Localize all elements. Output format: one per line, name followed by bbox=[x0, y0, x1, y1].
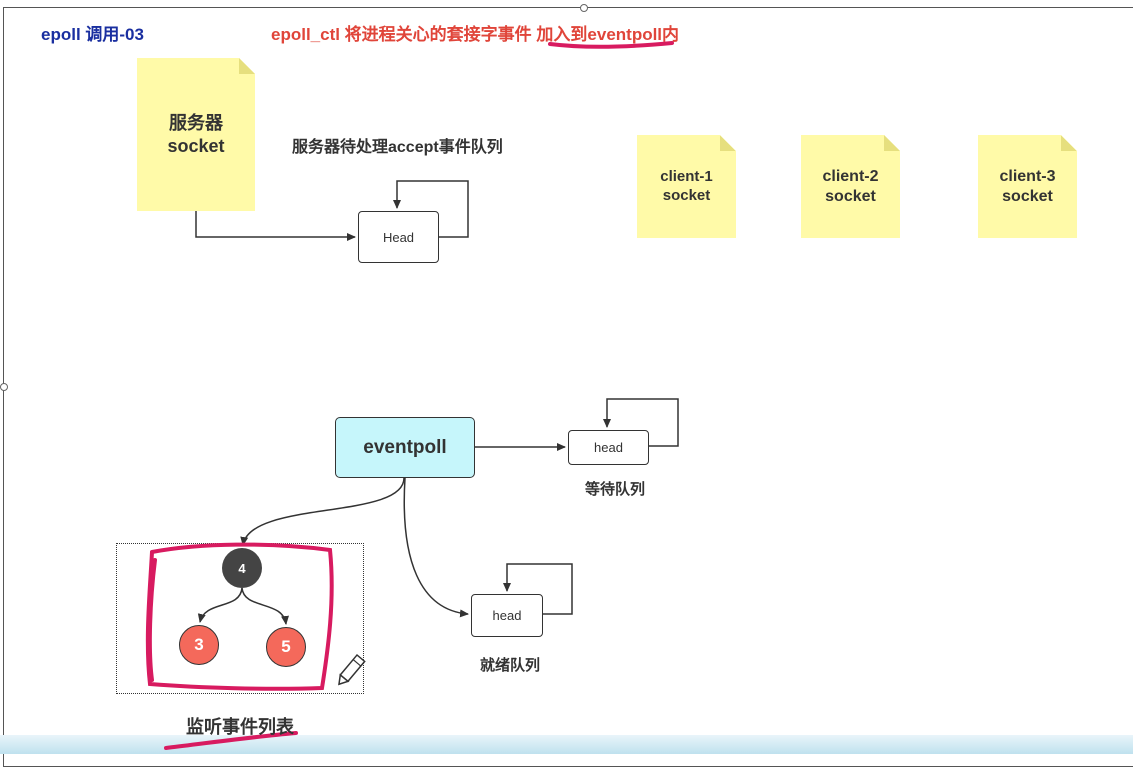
tree-left-node[interactable]: 3 bbox=[179, 625, 219, 665]
client-2-line1: client-2 bbox=[822, 167, 879, 185]
subtitle-underline bbox=[548, 41, 674, 49]
server-socket-note[interactable]: 服务器 socket bbox=[137, 58, 255, 211]
accept-loop-arrow bbox=[393, 180, 469, 238]
tree-edge-left bbox=[197, 587, 243, 623]
tree-highlight-scribble bbox=[145, 542, 334, 691]
client-2-line2: socket bbox=[825, 187, 876, 205]
client-1-line1: client-1 bbox=[660, 167, 713, 185]
tree-right-node[interactable]: 5 bbox=[266, 627, 306, 667]
ready-queue-label: 就绪队列 bbox=[480, 657, 541, 674]
tree-label: 监听事件列表 bbox=[186, 717, 294, 737]
pencil-cursor-icon bbox=[338, 653, 366, 686]
accept-queue-label: 服务器待处理accept事件队列 bbox=[292, 139, 503, 156]
water-decoration bbox=[0, 735, 1133, 754]
client-1-socket-note[interactable]: client-1 socket bbox=[637, 135, 736, 238]
wait-queue-label: 等待队列 bbox=[585, 481, 646, 498]
server-to-accept-arrow bbox=[195, 211, 356, 241]
wait-queue-head[interactable]: head bbox=[568, 430, 649, 465]
wait-loop-arrow bbox=[603, 398, 679, 447]
accept-queue-head[interactable]: Head bbox=[358, 211, 439, 263]
eventpoll-to-ready-arrow bbox=[403, 477, 469, 618]
tree-label-underline bbox=[164, 731, 298, 750]
tree-root-node[interactable]: 4 bbox=[222, 548, 262, 588]
ready-queue-head[interactable]: head bbox=[471, 594, 543, 637]
server-socket-line1: 服务器 bbox=[169, 113, 223, 133]
client-2-socket-note[interactable]: client-2 socket bbox=[801, 135, 900, 238]
page-title: epoll 调用-03 bbox=[41, 25, 144, 44]
resize-handle-left[interactable] bbox=[0, 383, 8, 391]
eventpoll-to-tree-arrow bbox=[240, 477, 405, 546]
tree-edge-right bbox=[241, 587, 289, 625]
eventpoll-box[interactable]: eventpoll bbox=[335, 417, 475, 478]
client-1-line2: socket bbox=[662, 186, 711, 204]
server-socket-line2: socket bbox=[167, 135, 225, 156]
ready-loop-arrow bbox=[503, 563, 573, 615]
client-3-line2: socket bbox=[1002, 187, 1053, 205]
client-3-line1: client-3 bbox=[999, 167, 1056, 185]
resize-handle-top[interactable] bbox=[580, 4, 588, 12]
client-3-socket-note[interactable]: client-3 socket bbox=[978, 135, 1077, 238]
page-subtitle: epoll_ctl 将进程关心的套接字事件 加入到eventpoll内 bbox=[271, 25, 680, 44]
